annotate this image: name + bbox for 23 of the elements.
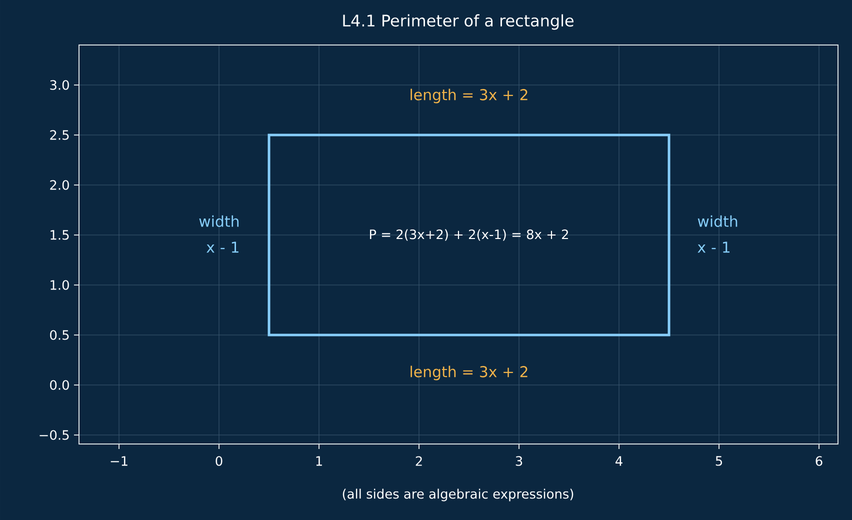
axis-caption: (all sides are algebraic expressions) xyxy=(342,488,574,502)
tick-label: −1 xyxy=(110,456,128,466)
side-label: width x - 1 xyxy=(698,215,738,253)
tick-label: 2.0 xyxy=(50,180,69,190)
tick-label: −0.5 xyxy=(40,430,69,440)
tick-label: 0.0 xyxy=(50,380,69,390)
tick-label: 5 xyxy=(716,456,722,466)
tick-label: 3.0 xyxy=(50,80,69,90)
tick-label: 0 xyxy=(216,456,222,466)
tick-label: 1.0 xyxy=(50,280,69,290)
tick-label: 2.5 xyxy=(50,130,69,140)
side-label: width x - 1 xyxy=(199,215,239,253)
rectangle: P = 2(3x+2) + 2(x-1) = 8x + 2 xyxy=(268,134,670,336)
tick-label: 1 xyxy=(316,456,322,466)
tick-label: 6 xyxy=(816,456,822,466)
tick-label: 2 xyxy=(416,456,422,466)
side-label: length = 3x + 2 xyxy=(410,88,528,104)
tick-label: 3 xyxy=(516,456,522,466)
title: L4.1 Perimeter of a rectangle xyxy=(343,14,574,30)
tick-label: 1.5 xyxy=(50,230,69,240)
tick-label: 4 xyxy=(616,456,622,466)
side-label: length = 3x + 2 xyxy=(410,366,528,380)
tick-label: 0.5 xyxy=(50,330,69,340)
